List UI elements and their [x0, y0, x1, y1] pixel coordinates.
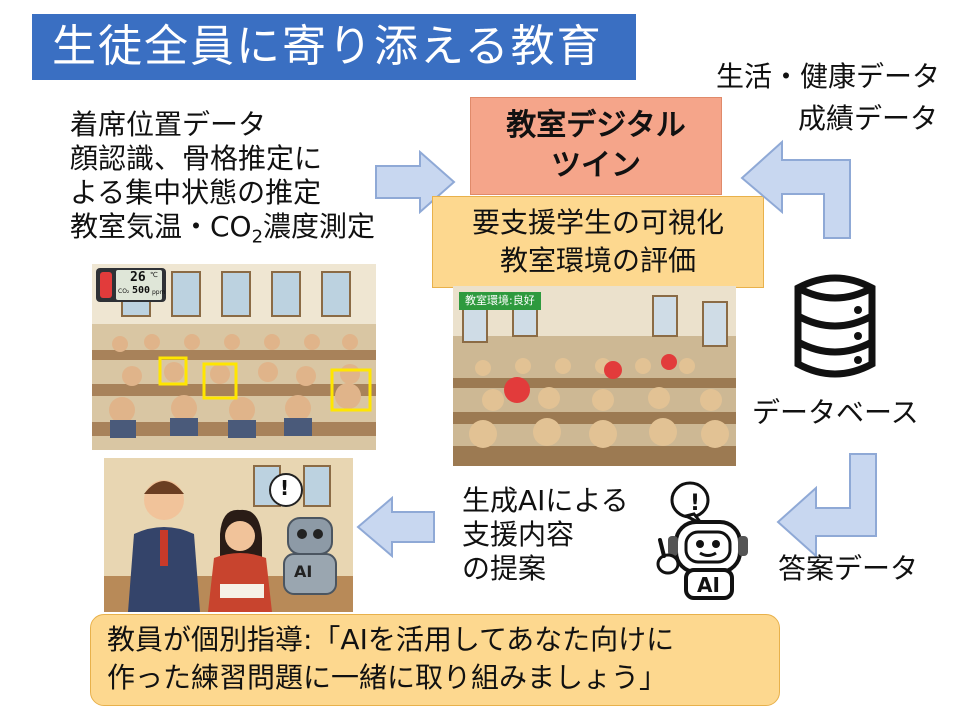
arrow-db-to-twin [740, 139, 851, 239]
sensor-line-seat: 着席位置データ [70, 108, 267, 141]
temperature-unit: ℃ [150, 271, 158, 279]
co2-unit: ppm [152, 289, 166, 296]
life-health-label: 生活・健康データ [715, 60, 940, 93]
teacher-guidance-image: ! AI [104, 458, 353, 612]
classroom-twin-image: 教室環境:良好 [453, 286, 736, 466]
temperature-value: 26 [130, 270, 146, 285]
robot-ai-label: AI [697, 573, 720, 597]
teacher-image-robot-label: AI [294, 562, 313, 581]
ai-suggestion-line2: 支援内容 [462, 518, 575, 551]
thermometer-widget: 26 ℃ CO₂ 500 ppm [96, 268, 166, 302]
environment-status-badge: 教室環境:良好 [459, 292, 541, 310]
ai-suggestion-line1: 生成AIによる [462, 484, 629, 517]
thermometer-display: 26 ℃ CO₂ 500 ppm [116, 270, 166, 300]
ai-suggestion-line3: の提案 [462, 552, 547, 585]
co2-value: 500 [132, 285, 151, 296]
co2-label: CO₂ [118, 288, 130, 295]
twin-output-visualize: 要支援学生の可視化 [471, 206, 724, 239]
answer-data-label: 答案データ [778, 552, 919, 585]
teacher-instruction-line1: 教員が個別指導:「AIを活用してあなた向けに [107, 623, 675, 656]
twin-output-evaluate: 教室環境の評価 [499, 244, 696, 277]
database-label: データベース [752, 396, 919, 429]
arrow-db-to-ai [776, 453, 877, 558]
sensor-line-env: 教室気温・CO2濃度測定 [70, 210, 376, 248]
thermometer-icon [100, 272, 112, 298]
database-icon [794, 274, 876, 378]
twin-outputs-box: 要支援学生の可視化 教室環境の評価 [432, 196, 764, 288]
digital-twin-line1: 教室デジタル [506, 108, 686, 143]
robot-ai-icon [656, 481, 748, 600]
grades-label: 成績データ [797, 102, 938, 135]
sensor-data-list: 着席位置データ 顔認識、骨格推定に よる集中状態の推定 教室気温・CO2濃度測定 [70, 108, 375, 255]
page-title: 生徒全員に寄り添える教育 [32, 14, 636, 80]
digital-twin-line2: ツイン [551, 148, 641, 183]
teacher-instruction-box: 教員が個別指導:「AIを活用してあなた向けに 作った練習問題に一緒に取り組みまし… [90, 614, 780, 706]
sensor-line-focus: よる集中状態の推定 [70, 176, 322, 209]
robot-exclamation: ! [690, 491, 701, 516]
arrow-left-to-teacher [356, 496, 435, 558]
digital-twin-box: 教室デジタル ツイン [470, 97, 722, 195]
teacher-image-exclamation: ! [280, 476, 290, 500]
ai-suggestion-text: 生成AIによる 支援内容 の提案 [462, 484, 629, 586]
teacher-instruction-line2: 作った練習問題に一緒に取り組みましょう」 [107, 661, 668, 694]
sensor-line-face: 顔認識、骨格推定に [70, 142, 323, 175]
